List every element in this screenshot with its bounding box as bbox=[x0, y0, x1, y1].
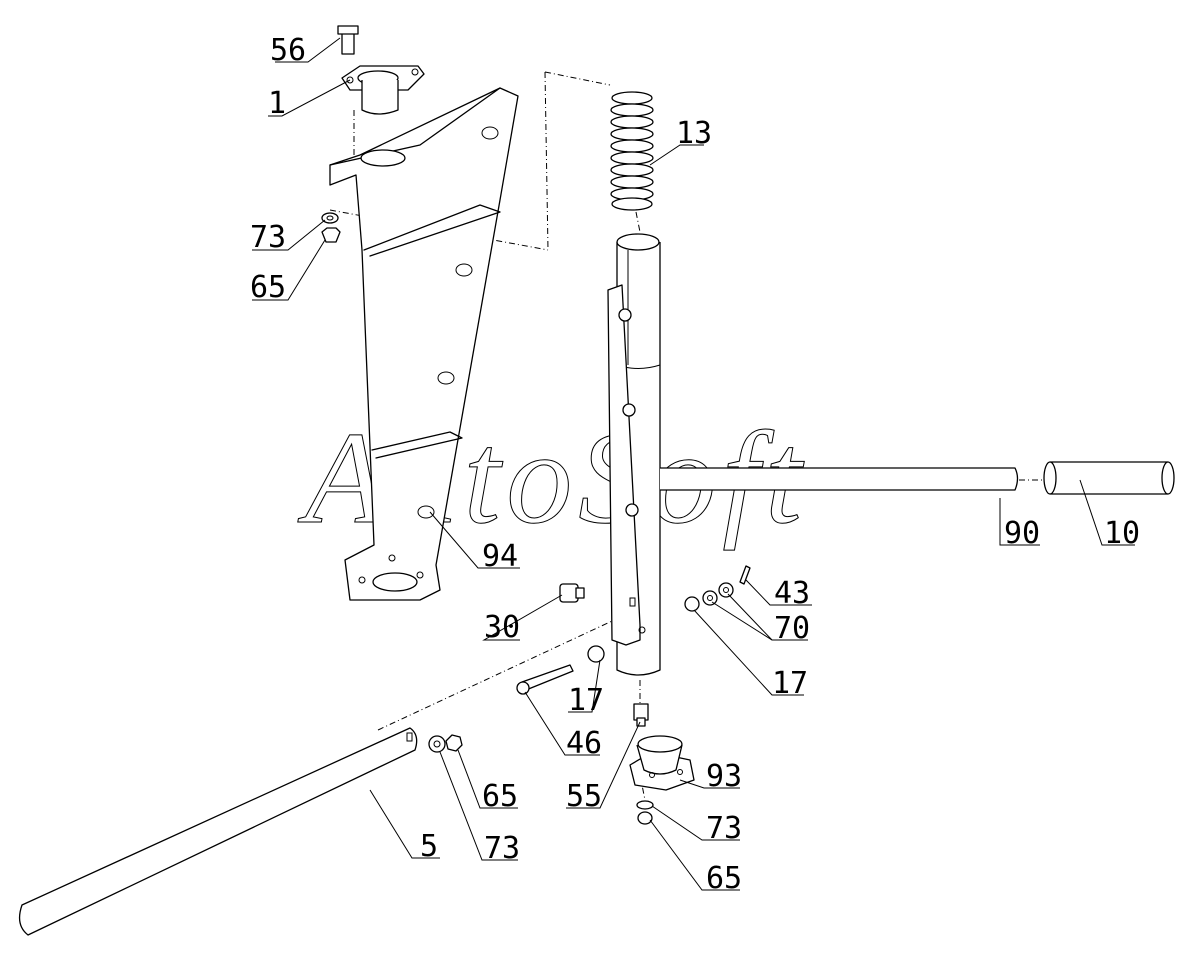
bushing-17-left bbox=[587, 645, 605, 663]
callout-17: 17 bbox=[568, 683, 604, 718]
callout-70: 70 bbox=[774, 611, 810, 646]
callout-94: 94 bbox=[482, 539, 518, 574]
washer-73-upper bbox=[321, 212, 339, 224]
callout-1: 1 bbox=[268, 86, 286, 121]
callout-43: 43 bbox=[774, 576, 810, 611]
bolt-55 bbox=[633, 703, 649, 727]
lever-5 bbox=[18, 727, 418, 936]
bolt-56 bbox=[337, 25, 359, 55]
callout-13: 13 bbox=[676, 116, 712, 151]
flange-bushing-1 bbox=[341, 65, 425, 115]
washers-70 bbox=[702, 582, 734, 606]
callout-90: 90 bbox=[1004, 516, 1040, 551]
nut-65-lever bbox=[445, 734, 463, 752]
callout-labels: 56 1 13 73 65 94 90 10 43 70 30 17 17 46… bbox=[250, 33, 1140, 896]
callout-17: 17 bbox=[772, 666, 808, 701]
callout-73: 73 bbox=[484, 831, 520, 866]
callout-5: 5 bbox=[420, 829, 438, 864]
nut-65-lower-right bbox=[637, 811, 653, 825]
bolt-30 bbox=[559, 583, 585, 603]
callout-73: 73 bbox=[706, 811, 742, 846]
pin-46 bbox=[516, 664, 574, 695]
washer-73-lower-right bbox=[636, 800, 654, 810]
callout-93: 93 bbox=[706, 759, 742, 794]
support-bracket bbox=[329, 87, 519, 601]
side-plate bbox=[607, 284, 646, 646]
callout-65: 65 bbox=[482, 779, 518, 814]
callout-30: 30 bbox=[484, 610, 520, 645]
flange-cup-93 bbox=[629, 735, 695, 791]
callout-65: 65 bbox=[706, 861, 742, 896]
coil-spring-13 bbox=[610, 91, 654, 211]
callout-10: 10 bbox=[1104, 516, 1140, 551]
bushing-17-right bbox=[684, 596, 700, 612]
callout-46: 46 bbox=[566, 726, 602, 761]
rod-90 bbox=[660, 467, 1019, 491]
leader-lines bbox=[252, 37, 1135, 891]
nut-65-upper bbox=[321, 227, 341, 243]
callout-73: 73 bbox=[250, 220, 286, 255]
cotter-pin-43 bbox=[739, 565, 751, 585]
sleeve-10 bbox=[1043, 461, 1175, 495]
washer-73-lever bbox=[428, 735, 446, 753]
callout-55: 55 bbox=[566, 779, 602, 814]
callout-56: 56 bbox=[270, 33, 306, 68]
callout-65: 65 bbox=[250, 270, 286, 305]
